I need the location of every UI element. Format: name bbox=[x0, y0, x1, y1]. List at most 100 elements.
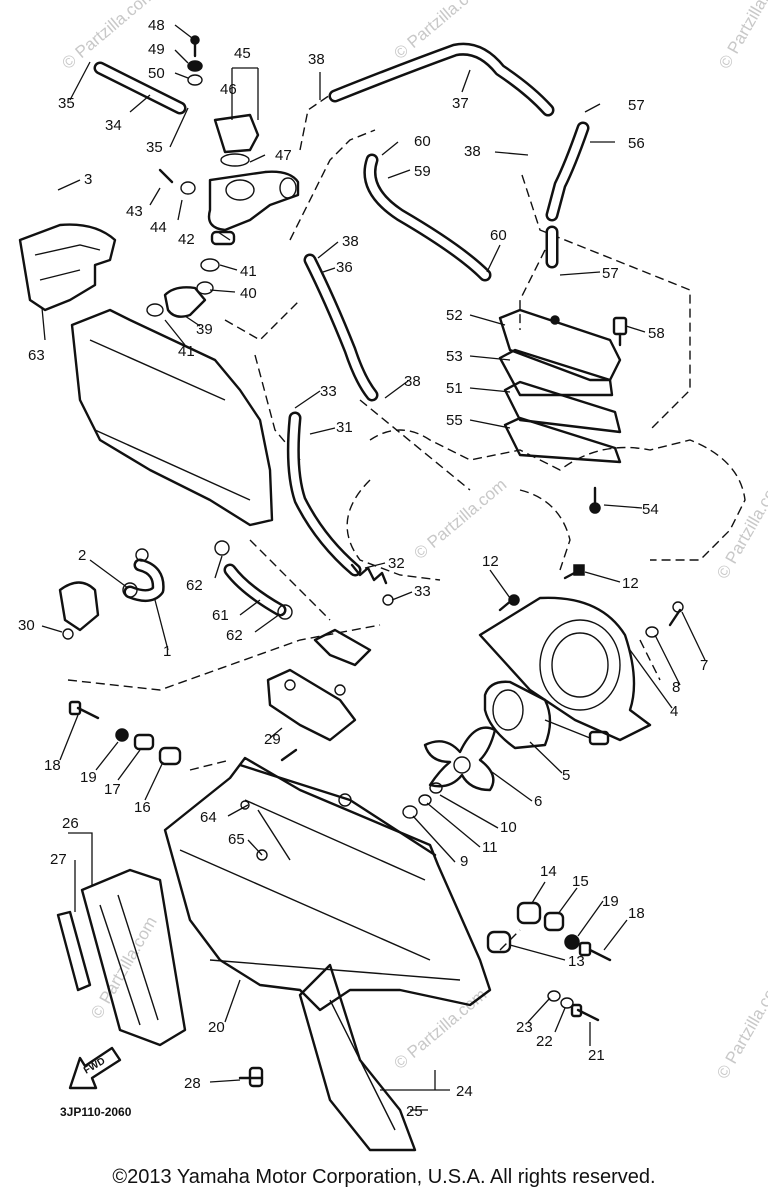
callout-numbers: 48 49 50 45 46 47 35 34 35 38 37 57 56 6… bbox=[18, 17, 708, 1120]
callout-59: 59 bbox=[414, 163, 431, 180]
callout-33: 33 bbox=[320, 383, 337, 400]
watermark: © Partzilla.com bbox=[713, 473, 768, 582]
callout-7: 7 bbox=[700, 657, 708, 674]
leader-lines bbox=[41, 24, 706, 1111]
thermostat-cover-stack bbox=[498, 308, 628, 514]
callout-64: 64 bbox=[200, 809, 217, 826]
radiator-exploded-diagram: © Partzilla.com © Partzilla.com © Partzi… bbox=[18, 0, 768, 1152]
mount-fasteners-right bbox=[486, 901, 612, 1022]
callout-63: 63 bbox=[28, 347, 45, 364]
clamps-62 bbox=[214, 540, 293, 620]
callout-47: 47 bbox=[275, 147, 292, 164]
watermark: © Partzilla.com bbox=[87, 913, 161, 1022]
callout-26: 26 bbox=[62, 815, 79, 832]
callout-46: 46 bbox=[220, 81, 237, 98]
radiator-main-20 bbox=[163, 748, 492, 1012]
callout-57: 57 bbox=[602, 265, 619, 282]
fan-blade-6 bbox=[423, 726, 497, 792]
callout-38: 38 bbox=[342, 233, 359, 250]
callout-22: 22 bbox=[536, 1033, 553, 1050]
callout-56: 56 bbox=[628, 135, 645, 152]
callout-41: 41 bbox=[240, 263, 257, 280]
callout-65: 65 bbox=[228, 831, 245, 848]
side-cover-24-25 bbox=[298, 963, 417, 1152]
watermark: © Partzilla.com bbox=[713, 973, 768, 1082]
callout-4: 4 bbox=[670, 703, 678, 720]
callout-62: 62 bbox=[186, 577, 203, 594]
radiator-left bbox=[70, 308, 274, 527]
callout-14: 14 bbox=[540, 863, 557, 880]
callout-38: 38 bbox=[464, 143, 481, 160]
callout-62: 62 bbox=[226, 627, 243, 644]
hose-31 bbox=[286, 411, 362, 577]
callout-42: 42 bbox=[178, 231, 195, 248]
callout-2: 2 bbox=[78, 547, 86, 564]
callout-20: 20 bbox=[208, 1019, 225, 1036]
callout-5: 5 bbox=[562, 767, 570, 784]
callout-37: 37 bbox=[452, 95, 469, 112]
callout-32: 32 bbox=[388, 555, 405, 572]
callout-60: 60 bbox=[414, 133, 431, 150]
fan-motor-5 bbox=[483, 680, 610, 750]
engine-outline bbox=[346, 429, 746, 581]
callout-57: 57 bbox=[628, 97, 645, 114]
watermark: © Partzilla.com bbox=[410, 475, 510, 563]
callout-58: 58 bbox=[648, 325, 665, 342]
callout-12: 12 bbox=[482, 553, 499, 570]
callout-43: 43 bbox=[126, 203, 143, 220]
thermostat-housing bbox=[158, 35, 300, 246]
callout-55: 55 bbox=[446, 412, 463, 429]
callout-23: 23 bbox=[516, 1019, 533, 1036]
callout-18: 18 bbox=[628, 905, 645, 922]
callout-13: 13 bbox=[568, 953, 585, 970]
watermark: © Partzilla.com bbox=[58, 0, 158, 73]
fwd-label: FWD bbox=[82, 1056, 107, 1077]
elbow-39-40 bbox=[146, 258, 220, 318]
callout-53: 53 bbox=[446, 348, 463, 365]
callout-28: 28 bbox=[184, 1075, 201, 1092]
callout-33: 33 bbox=[414, 583, 431, 600]
callout-15: 15 bbox=[572, 873, 589, 890]
diagram-code: 3JP110-2060 bbox=[60, 1105, 132, 1119]
callout-48: 48 bbox=[148, 17, 165, 34]
callout-27: 27 bbox=[50, 851, 67, 868]
callout-18: 18 bbox=[44, 757, 61, 774]
callout-6: 6 bbox=[534, 793, 542, 810]
callout-19: 19 bbox=[80, 769, 97, 786]
side-radiator-26-27 bbox=[56, 868, 187, 1047]
callout-3: 3 bbox=[84, 171, 92, 188]
callout-31: 31 bbox=[336, 419, 353, 436]
callout-41: 41 bbox=[178, 343, 195, 360]
cover-63 bbox=[18, 223, 117, 312]
callout-34: 34 bbox=[105, 117, 122, 134]
callout-52: 52 bbox=[446, 307, 463, 324]
mount-fasteners-left bbox=[68, 700, 182, 766]
callout-30: 30 bbox=[18, 617, 35, 634]
callout-49: 49 bbox=[148, 41, 165, 58]
callout-12: 12 bbox=[622, 575, 639, 592]
spring-32 bbox=[350, 563, 394, 606]
hoses bbox=[93, 42, 590, 617]
callout-50: 50 bbox=[148, 65, 165, 82]
callout-35: 35 bbox=[58, 95, 75, 112]
callout-61: 61 bbox=[212, 607, 229, 624]
callout-9: 9 bbox=[460, 853, 468, 870]
callout-29: 29 bbox=[264, 731, 281, 748]
callout-24: 24 bbox=[456, 1083, 473, 1100]
callout-40: 40 bbox=[240, 285, 257, 302]
callout-11: 11 bbox=[482, 839, 498, 856]
callout-44: 44 bbox=[150, 219, 167, 236]
callout-39: 39 bbox=[196, 321, 213, 338]
callout-35: 35 bbox=[146, 139, 163, 156]
screw-28 bbox=[238, 1066, 264, 1088]
callout-60: 60 bbox=[490, 227, 507, 244]
copyright-notice: ©2013 Yamaha Motor Corporation, U.S.A. A… bbox=[112, 1166, 656, 1188]
callout-45: 45 bbox=[234, 45, 251, 62]
callout-54: 54 bbox=[642, 501, 659, 518]
callout-17: 17 bbox=[104, 781, 121, 798]
bracket-29 bbox=[266, 628, 372, 742]
callout-8: 8 bbox=[672, 679, 680, 696]
callout-38: 38 bbox=[308, 51, 325, 68]
callout-51: 51 bbox=[446, 380, 463, 397]
callout-36: 36 bbox=[336, 259, 353, 276]
